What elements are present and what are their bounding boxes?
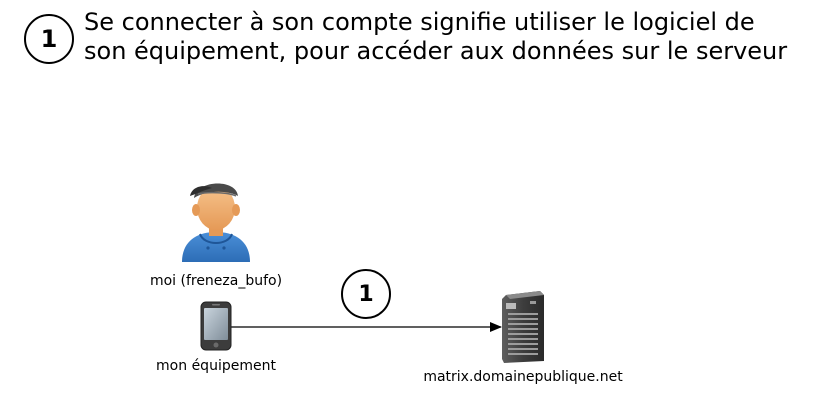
title-line-2: son équipement, pour accéder aux données… (84, 37, 788, 65)
user-label: moi (freneza_bufo) (149, 273, 283, 289)
page-title: Se connecter à son compte signifie utili… (84, 8, 787, 66)
connection-step-number: 1 (341, 269, 391, 319)
smartphone-icon (200, 301, 232, 351)
server-label: matrix.domainepublique.net (423, 369, 623, 385)
title-step-number: 1 (24, 14, 74, 64)
device-label: mon équipement (156, 358, 276, 374)
title-line-1: Se connecter à son compte signifie utili… (84, 8, 755, 36)
server-tower-icon (502, 291, 544, 363)
user-avatar-icon (182, 183, 250, 262)
